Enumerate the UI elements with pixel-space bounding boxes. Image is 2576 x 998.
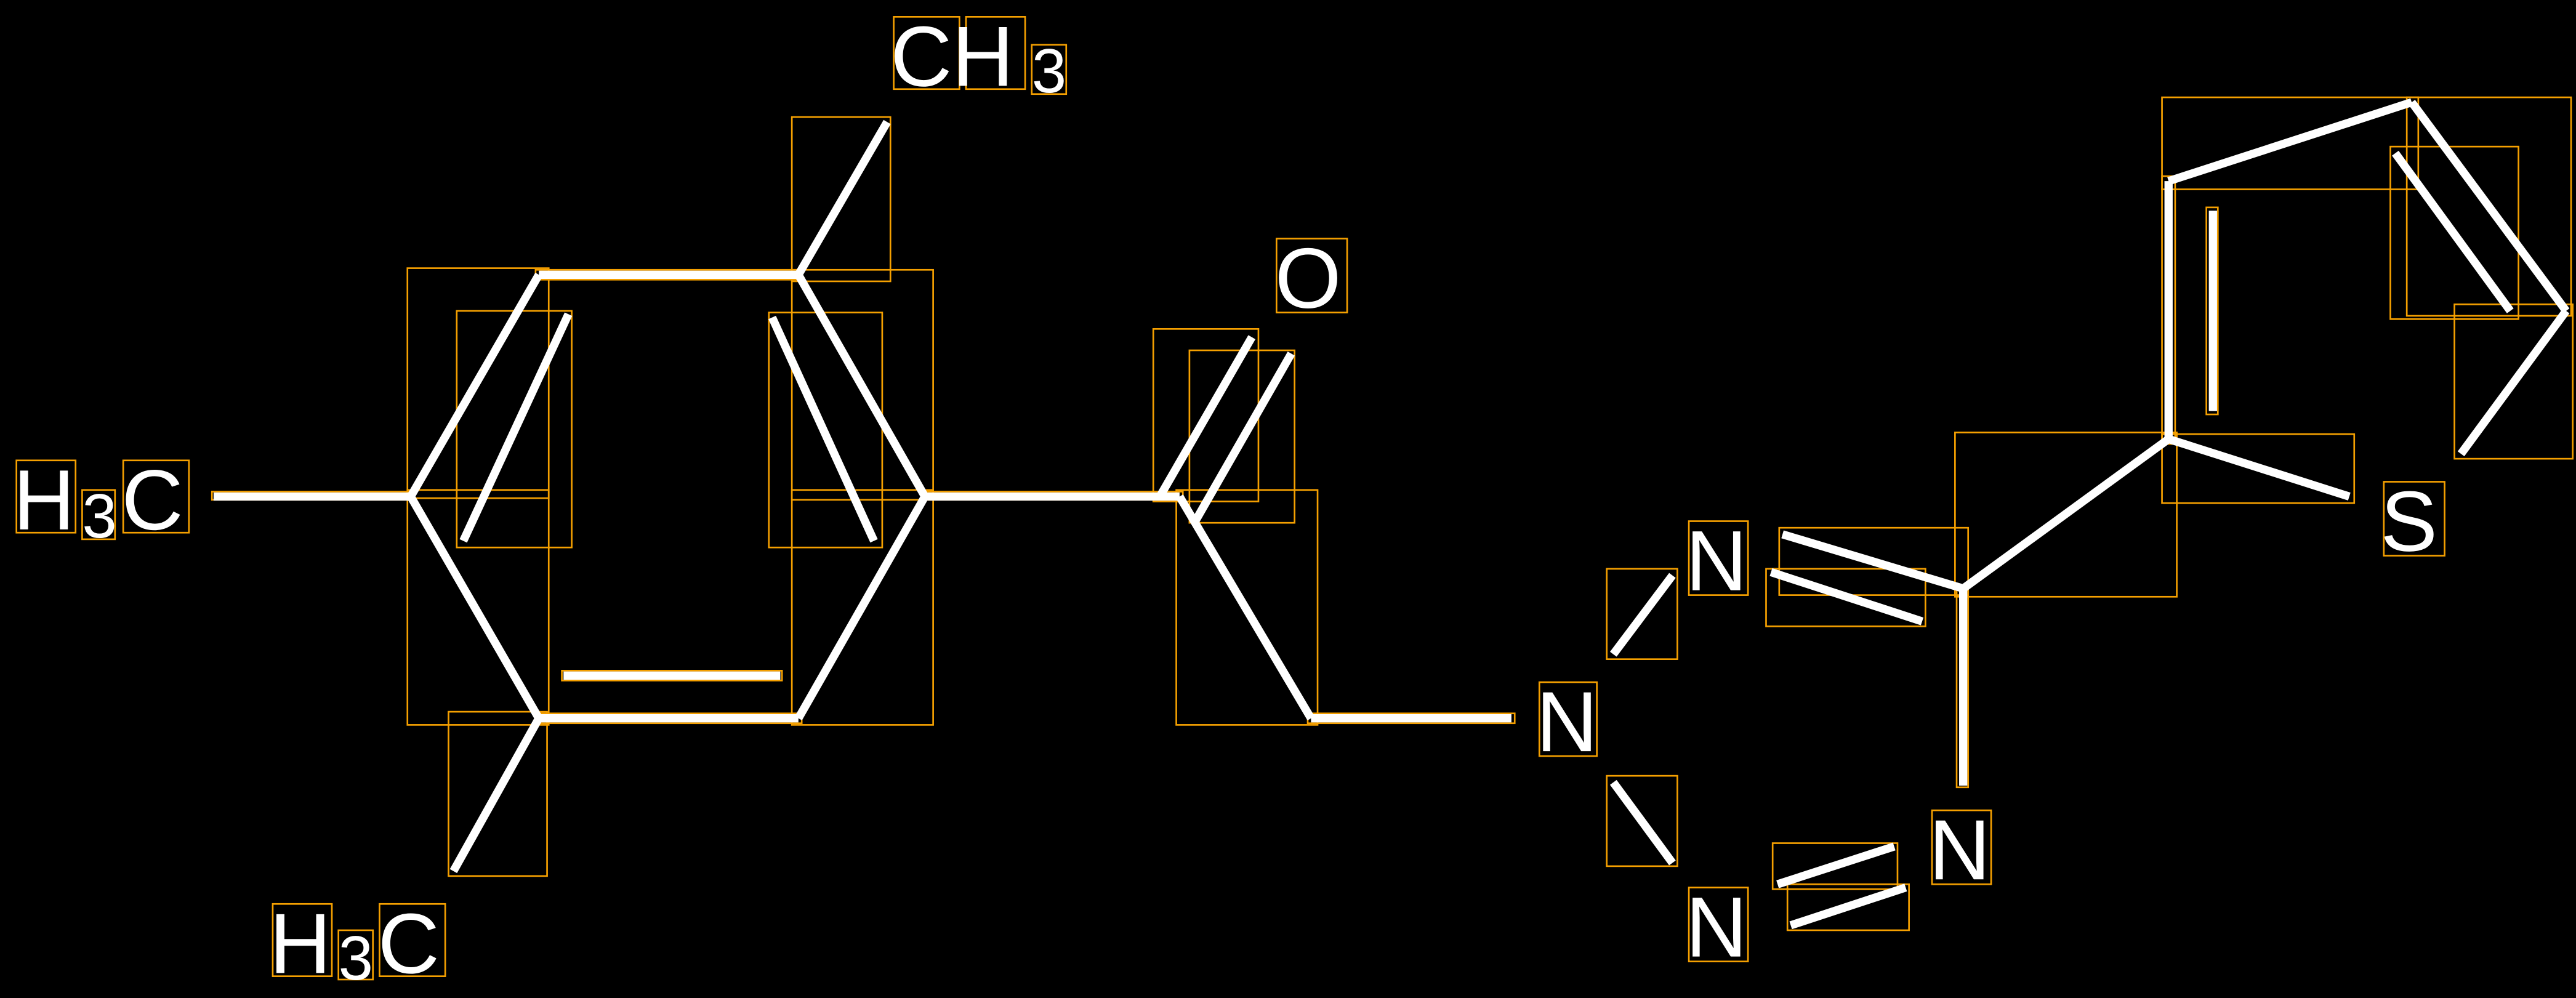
nitrogen-label-1: N [1536,674,1598,770]
atom-labels: H 3 C CH 3 H 3 C O N N N N S [13,9,2445,993]
methyl-bottom-c: C [378,896,440,991]
sulfur-label: S [2380,474,2437,569]
bonds [213,98,2570,930]
nitrogen-label-2: N [1686,513,1747,609]
methyl-left-c: C [121,453,183,548]
oxygen-label: O [1275,231,1342,326]
methyl-left-sub: 3 [82,481,116,551]
methyl-top-sub: 3 [1032,36,1066,106]
methyl-bottom-sub: 3 [339,924,373,993]
methyl-left-h: H [13,453,74,548]
methyl-bottom-h: H [270,896,331,991]
methyl-top-ch: CH [890,9,1013,104]
nitrogen-label-4: N [1686,880,1747,975]
nitrogen-label-3: N [1929,802,1990,898]
